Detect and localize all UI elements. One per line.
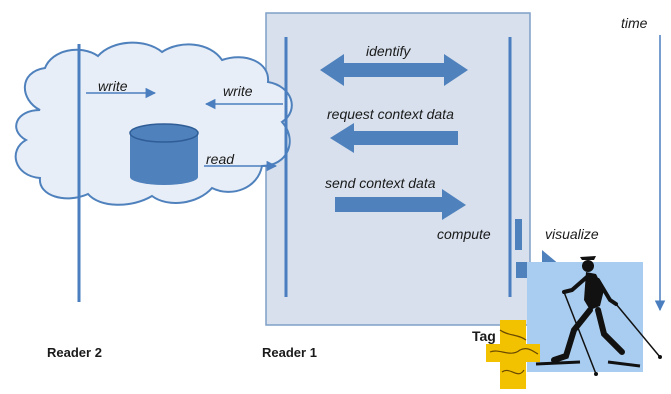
tag-icon (486, 320, 540, 389)
send-context-arrow (335, 189, 466, 220)
identify-label: identify (366, 43, 411, 59)
write-reader1-label: write (223, 83, 253, 99)
skier-icon (535, 256, 662, 376)
visualize-label: visualize (545, 226, 599, 242)
write-cloud-label: write (98, 78, 128, 94)
compute-block (515, 219, 522, 250)
tag-label: Tag (472, 328, 496, 344)
time-label: time (621, 15, 648, 31)
request-context-arrow (330, 123, 458, 153)
database-icon (129, 123, 199, 185)
reader1-label: Reader 1 (262, 345, 317, 360)
send-context-label: send context data (325, 175, 436, 191)
request-context-label: request context data (327, 106, 454, 122)
identify-arrow (320, 54, 468, 86)
compute-label: compute (437, 226, 491, 242)
reader1-box (265, 12, 531, 326)
read-label: read (206, 151, 235, 167)
reader2-label: Reader 2 (47, 345, 102, 360)
